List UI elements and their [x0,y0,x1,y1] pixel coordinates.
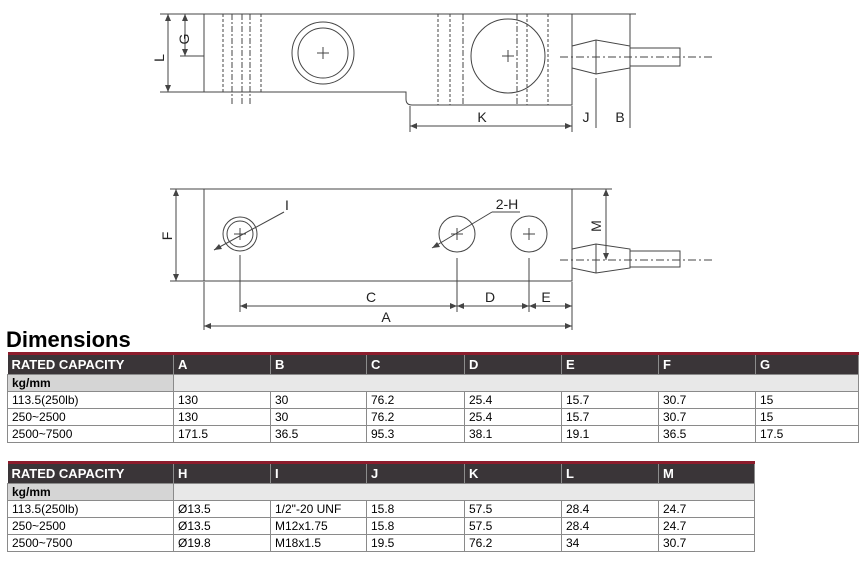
cell: M18x1.5 [270,534,367,552]
label-F: F [159,232,175,241]
cell: 113.5(250lb) [7,391,174,409]
header-A: A [173,352,271,375]
header-K: K [464,461,562,484]
side-view-body [203,13,573,106]
cell: 25.4 [464,408,562,426]
plan-view-hole-2 [510,215,548,253]
header-D: D [464,352,562,375]
cell: 76.2 [464,534,562,552]
header-F: F [658,352,756,375]
cell: 34 [561,534,659,552]
cell: 30.7 [658,391,756,409]
cell: 95.3 [366,425,465,443]
cell: 76.2 [366,408,465,426]
header-M: M [658,461,755,484]
table-header: RATED CAPACITY A B C D E F G [7,352,859,375]
cell: 130 [173,391,271,409]
cell: 171.5 [173,425,271,443]
cell: M12x1.75 [270,517,367,535]
header-H: H [173,461,271,484]
side-view-bore [291,21,355,85]
cell: 30 [270,408,367,426]
header-J: J [366,461,465,484]
cell: 36.5 [270,425,367,443]
header-G: G [755,352,859,375]
header-rated-capacity: RATED CAPACITY [7,352,174,375]
table-row: 250~2500 Ø13.5 M12x1.75 15.8 57.5 28.4 2… [7,517,755,535]
cell: 250~2500 [7,408,174,426]
cell: 28.4 [561,517,659,535]
cell: 57.5 [464,517,562,535]
unit-label: kg/mm [7,483,174,501]
cell: 1/2"-20 UNF [270,500,367,518]
label-J: J [583,109,590,125]
cell: Ø19.8 [173,534,271,552]
label-L: L [151,54,167,62]
header-B: B [270,352,367,375]
table-header: RATED CAPACITY H I J K L M [7,461,755,484]
cell: 24.7 [658,500,755,518]
cell: 2500~7500 [7,425,174,443]
label-D: D [485,289,495,305]
label-C: C [366,289,376,305]
label-K: K [477,109,487,125]
header-C: C [366,352,465,375]
table-row: 250~2500 130 30 76.2 25.4 15.7 30.7 15 [7,408,859,426]
load-cell-drawing: G L K J B F I 2-H M C D E A [151,13,715,330]
plan-view-body [203,188,573,282]
unit-row: kg/mm [7,374,859,392]
side-view-gauge-pocket [470,18,546,94]
label-A: A [381,309,391,325]
cell: 17.5 [755,425,859,443]
cell: 15.8 [366,500,465,518]
label-I: I [285,197,289,213]
cell: 15 [755,408,859,426]
table-row: 113.5(250lb) Ø13.5 1/2"-20 UNF 15.8 57.5… [7,500,755,518]
cell: 19.5 [366,534,465,552]
cell: 15.8 [366,517,465,535]
label-M: M [588,220,604,232]
table-row: 2500~7500 Ø19.8 M18x1.5 19.5 76.2 34 30.… [7,534,755,552]
header-rated-capacity: RATED CAPACITY [7,461,174,484]
cell: 250~2500 [7,517,174,535]
header-E: E [561,352,659,375]
cell: 15.7 [561,391,659,409]
unit-label: kg/mm [7,374,174,392]
cell: 30.7 [658,408,756,426]
cell: 25.4 [464,391,562,409]
cell: 28.4 [561,500,659,518]
cell: 30.7 [658,534,755,552]
header-L: L [561,461,659,484]
cell: 15.7 [561,408,659,426]
table-row: 113.5(250lb) 130 30 76.2 25.4 15.7 30.7 … [7,391,859,409]
cell: 30 [270,391,367,409]
unit-row: kg/mm [7,483,755,501]
label-G: G [176,34,192,45]
dimensions-table-2: RATED CAPACITY H I J K L M kg/mm 113.5(2… [7,461,755,552]
cell: 38.1 [464,425,562,443]
dimensions-heading: Dimensions [6,327,131,352]
cell: 36.5 [658,425,756,443]
cell: Ø13.5 [173,517,271,535]
cell: Ø13.5 [173,500,271,518]
cell: 57.5 [464,500,562,518]
table-row: 2500~7500 171.5 36.5 95.3 38.1 19.1 36.5… [7,425,859,443]
label-2H: 2-H [496,196,519,212]
cell: 76.2 [366,391,465,409]
plan-view-threaded-hole [222,216,258,252]
cell: 15 [755,391,859,409]
cell: 19.1 [561,425,659,443]
cell: 113.5(250lb) [7,500,174,518]
header-I: I [270,461,367,484]
dimensions-table-1: RATED CAPACITY A B C D E F G kg/mm 113.5… [7,352,859,443]
cell: 130 [173,408,271,426]
cell: 24.7 [658,517,755,535]
cell: 2500~7500 [7,534,174,552]
plan-view-hole-1 [438,215,476,253]
label-B: B [615,109,624,125]
label-E: E [541,289,550,305]
